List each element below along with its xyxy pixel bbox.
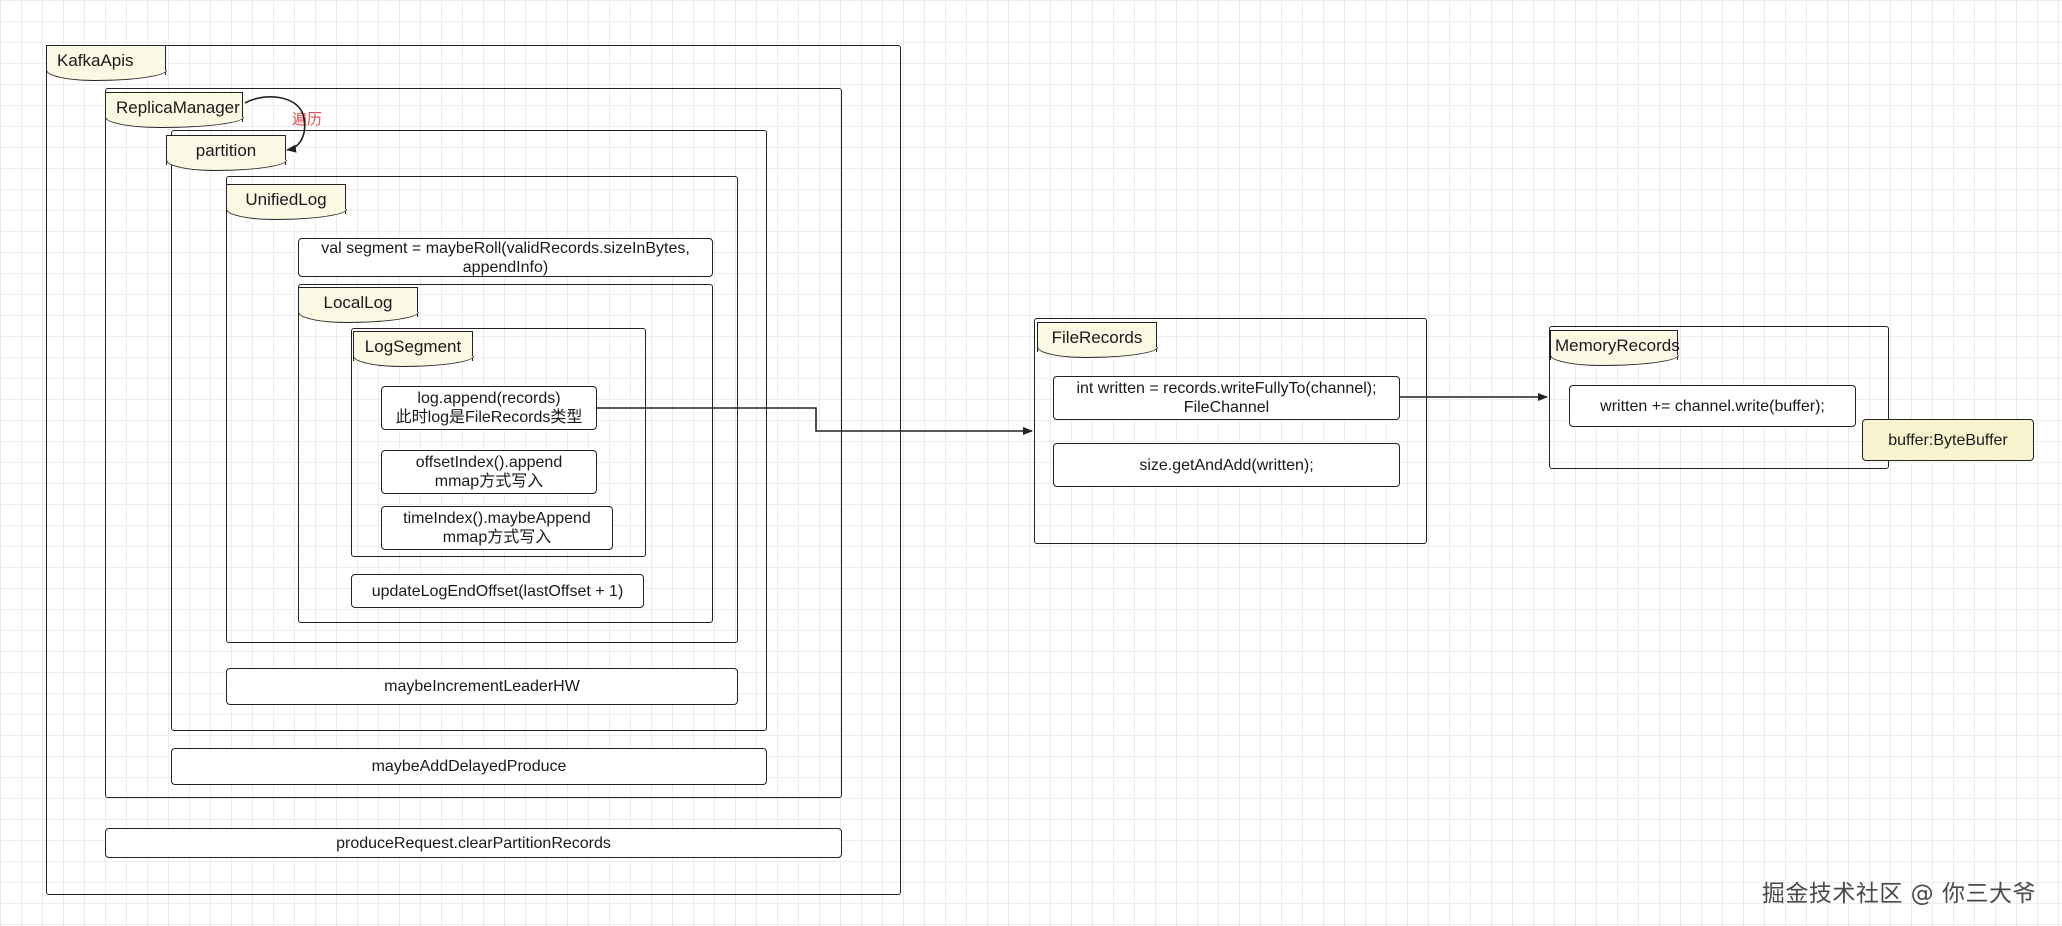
unified-log-label: UnifiedLog	[225, 184, 347, 220]
memory-records-container	[1549, 326, 1889, 469]
local-log-container	[298, 284, 713, 623]
offset-index-append-step: offsetIndex().append mmap方式写入	[381, 450, 597, 494]
kafka-apis-container	[46, 45, 901, 895]
clear-partition-records-step: produceRequest.clearPartitionRecords	[105, 828, 842, 858]
log-append-step: log.append(records) 此时log是FileRecords类型	[381, 386, 597, 430]
file-records-label: FileRecords	[1036, 322, 1158, 358]
kafka-apis-label: KafkaApis	[45, 45, 167, 81]
iterate-annotation: 遍历	[292, 111, 323, 128]
channel-write-step: written += channel.write(buffer);	[1569, 385, 1856, 427]
watermark: 掘金技术社区 @ 你三大爷	[1761, 881, 2036, 907]
local-log-label: LocalLog	[297, 287, 419, 323]
byte-buffer-box: buffer:ByteBuffer	[1862, 419, 2034, 461]
time-index-append-step: timeIndex().maybeAppend mmap方式写入	[381, 506, 613, 550]
partition-label: partition	[165, 135, 287, 171]
write-fully-to-step: int written = records.writeFullyTo(chann…	[1053, 376, 1400, 420]
update-log-end-offset-step: updateLogEndOffset(lastOffset + 1)	[351, 574, 644, 608]
maybe-add-delayed-produce-step: maybeAddDelayedProduce	[171, 748, 767, 785]
log-segment-label: LogSegment	[352, 331, 474, 367]
memory-records-label: MemoryRecords	[1549, 330, 1680, 366]
replica-manager-label: ReplicaManager	[104, 92, 244, 128]
maybe-roll-step: val segment = maybeRoll(validRecords.siz…	[298, 238, 713, 277]
replica-manager-container	[105, 88, 842, 798]
file-records-container	[1034, 318, 1427, 544]
log-segment-container	[351, 328, 646, 557]
maybe-increment-leader-hw-step: maybeIncrementLeaderHW	[226, 668, 738, 705]
get-and-add-step: size.getAndAdd(written);	[1053, 443, 1400, 487]
